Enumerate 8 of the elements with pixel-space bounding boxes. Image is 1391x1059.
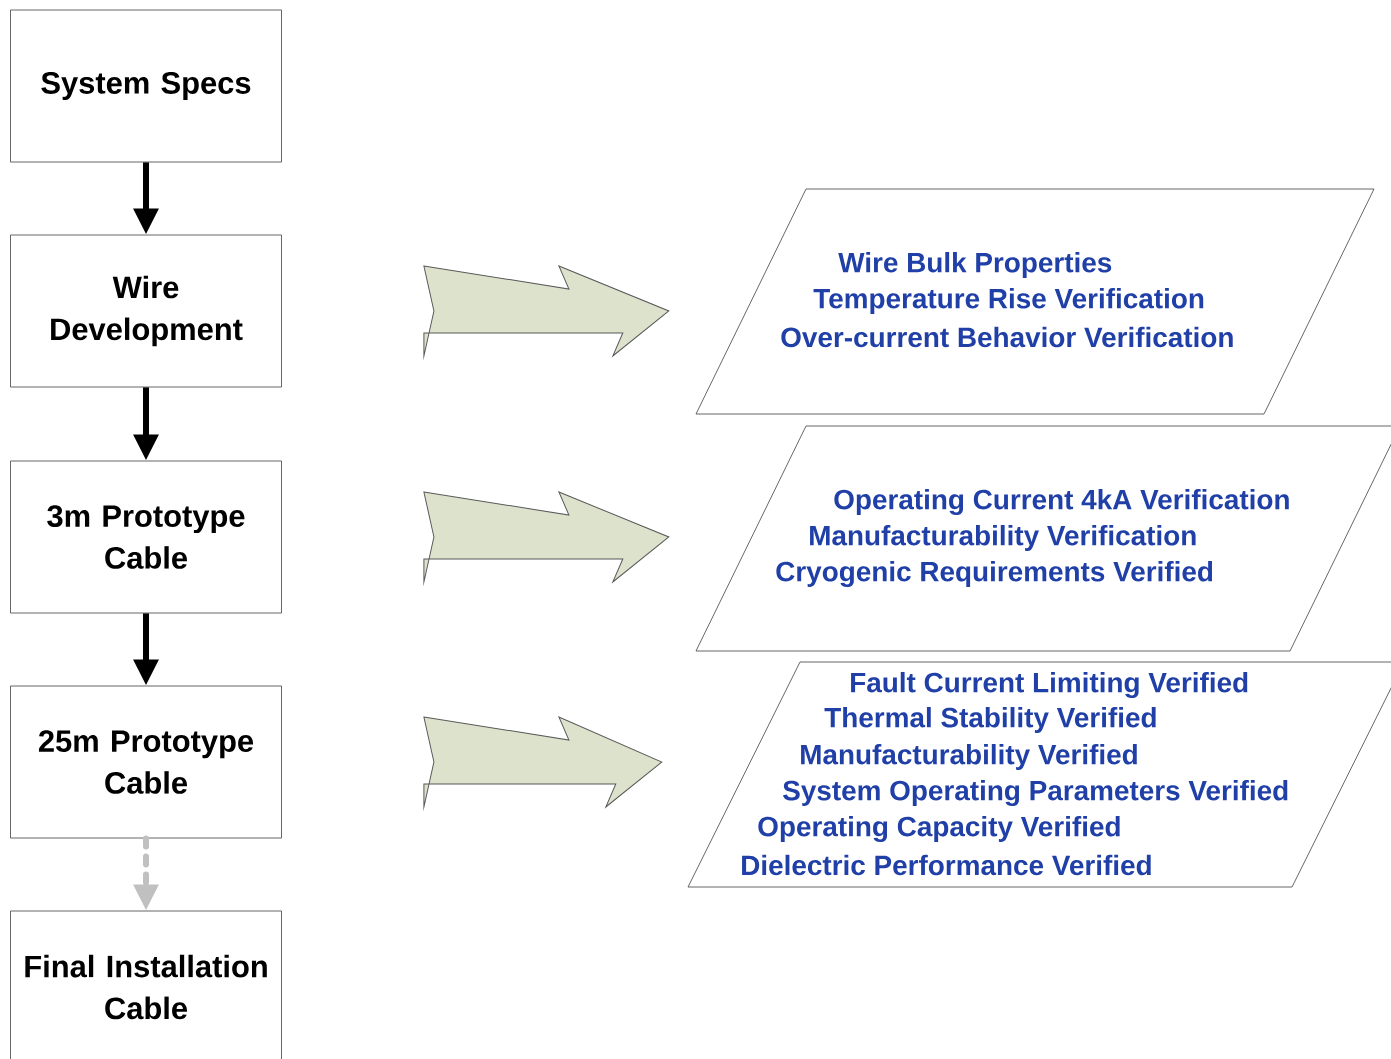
process-box: System Specs (10, 9, 282, 163)
parallelogram-box: Wire Bulk Properties Temperature Rise Verification Over-current Behavior Verification (695, 188, 1375, 415)
process-box: 3m Prototype Cable (10, 460, 282, 614)
process-box: Final Installation Cable (10, 910, 282, 1059)
parallelogram-box: Fault Current Limiting Verified Thermal Stability Verified Manufacturability Verified System Operating Parameters Verified Operating Capacity Verified Dielectric Performance Verified (687, 661, 1391, 888)
process-box: Wire Development (10, 234, 282, 388)
process-box: 25m Prototype Cable (10, 685, 282, 839)
parallelogram-box: Operating Current 4kA Verification Manufacturability Verification Cryogenic Requirements Verified (695, 425, 1391, 652)
